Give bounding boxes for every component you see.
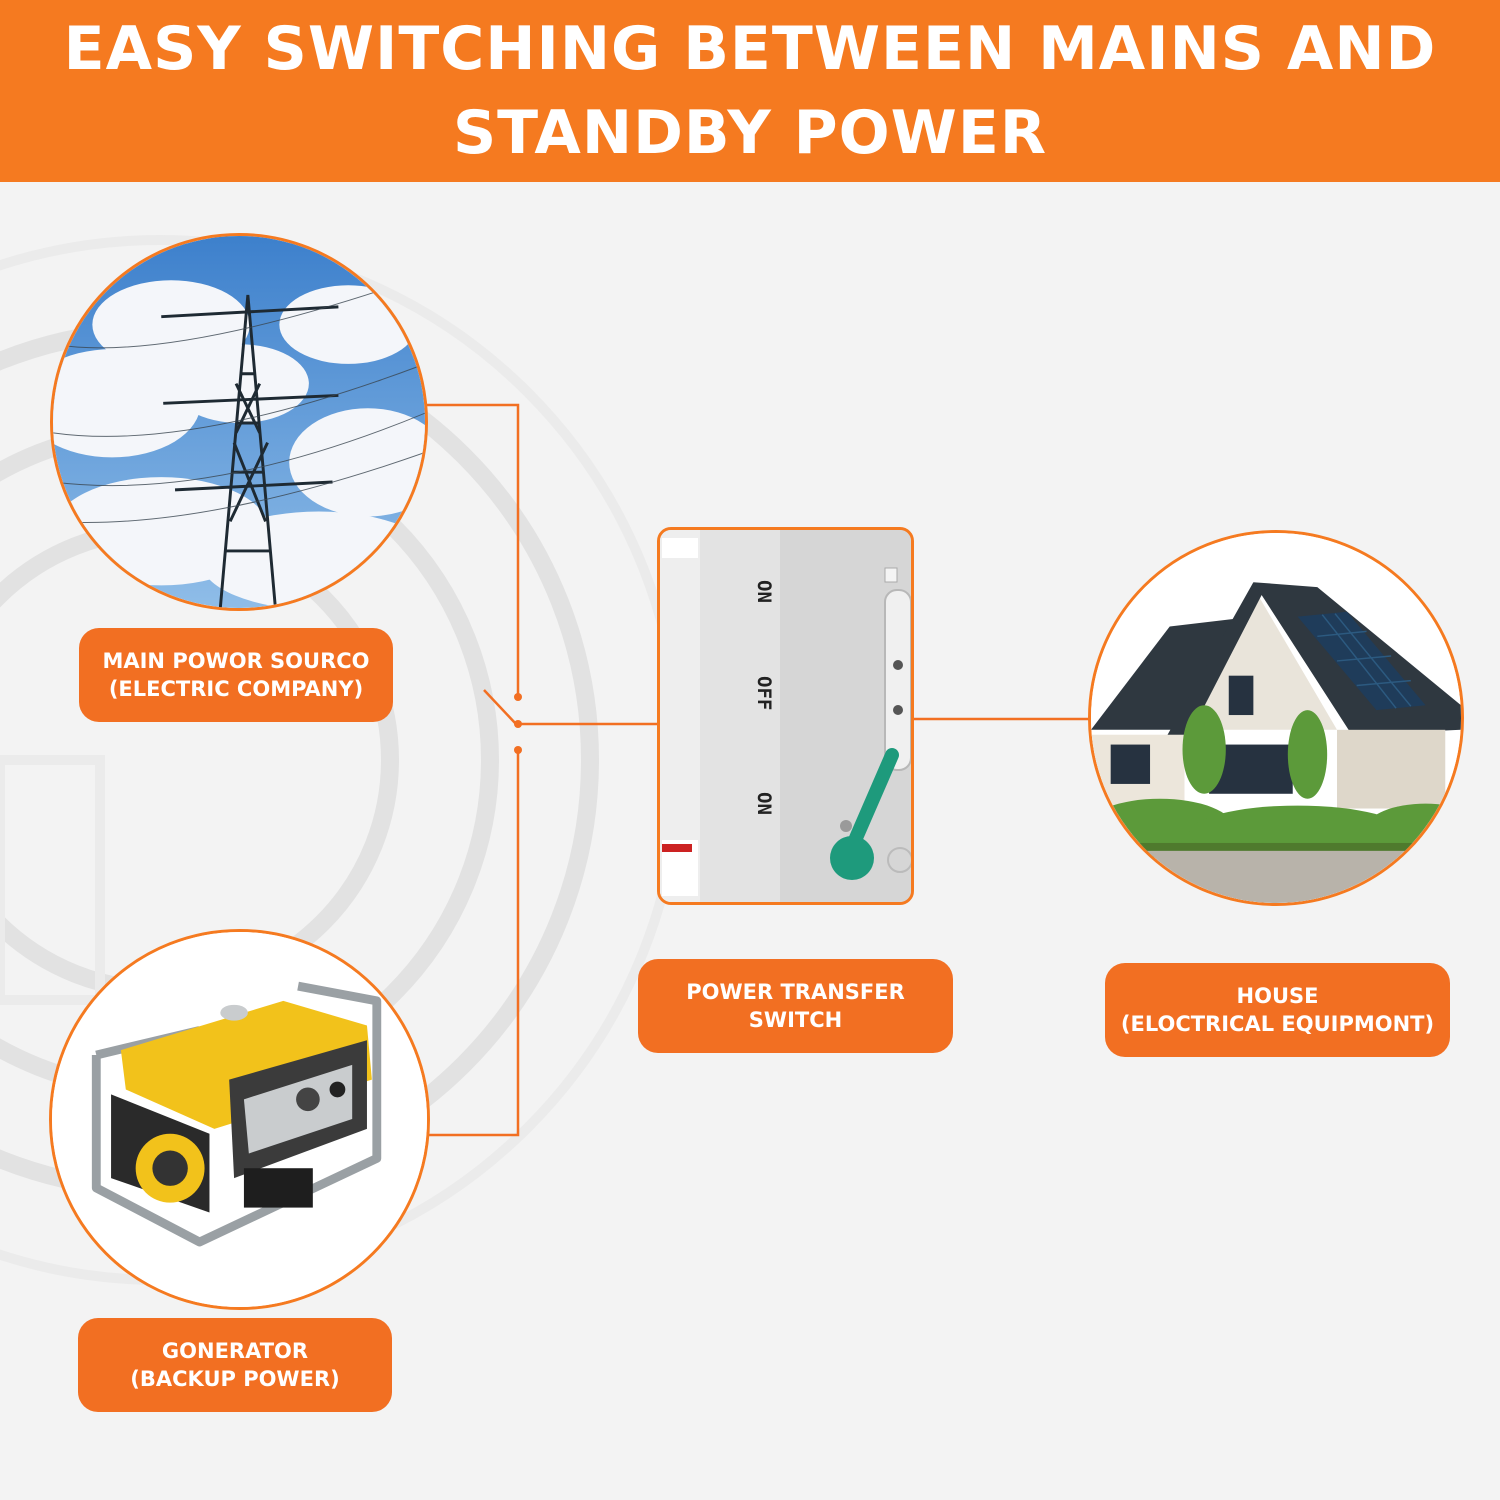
switch-marking-off: OFF [753,676,775,710]
house-label-line-1: HOUSE [1236,984,1319,1008]
wire-contact-top [514,693,522,701]
power-tower-icon [53,236,425,608]
transfer-switch-image: ON OFF ON [657,527,914,905]
main-power-label-line-1: MAIN POWOR SOURCO [102,649,370,673]
main-power-label-line-2: (ELECTRIC COMPANY) [108,677,364,701]
house-label: HOUSE (ELOCTRICAL EQUIPMONT) [1105,963,1450,1057]
header-title-line-2: STANDBY POWER [452,98,1048,168]
wire-main-power [425,403,520,695]
house-label-line-2: (ELOCTRICAL EQUIPMONT) [1120,1012,1435,1036]
transfer-switch-icon: ON OFF ON [660,530,911,902]
generator-image [49,929,430,1310]
header-title-line-1: EASY SWITCHING BETWEEN MAINS AND [63,14,1437,84]
transfer-switch-label-line-2: SWITCH [748,1008,843,1032]
house-image [1088,530,1464,906]
generator-label-line-1: GONERATOR [161,1339,309,1363]
transfer-switch-label-line-1: POWER TRANSFER [686,980,905,1004]
house-icon [1091,533,1461,903]
switch-marking-on-bottom: ON [753,792,775,815]
generator-icon [52,932,427,1307]
generator-label: GONERATOR (BACKUP POWER) [78,1318,392,1412]
header-banner: EASY SWITCHING BETWEEN MAINS AND STANDBY… [0,0,1500,182]
wire-contact-bottom [514,746,522,754]
transfer-switch-label: POWER TRANSFER SWITCH [638,959,953,1053]
switch-marking-on-top: ON [753,580,775,603]
wire-switch-lever [483,689,517,725]
wire-generator [428,750,520,1137]
power-tower-image [50,233,428,611]
main-power-label: MAIN POWOR SOURCO (ELECTRIC COMPANY) [79,628,393,722]
wire-contact-mid [514,720,522,728]
generator-label-line-2: (BACKUP POWER) [130,1367,340,1391]
